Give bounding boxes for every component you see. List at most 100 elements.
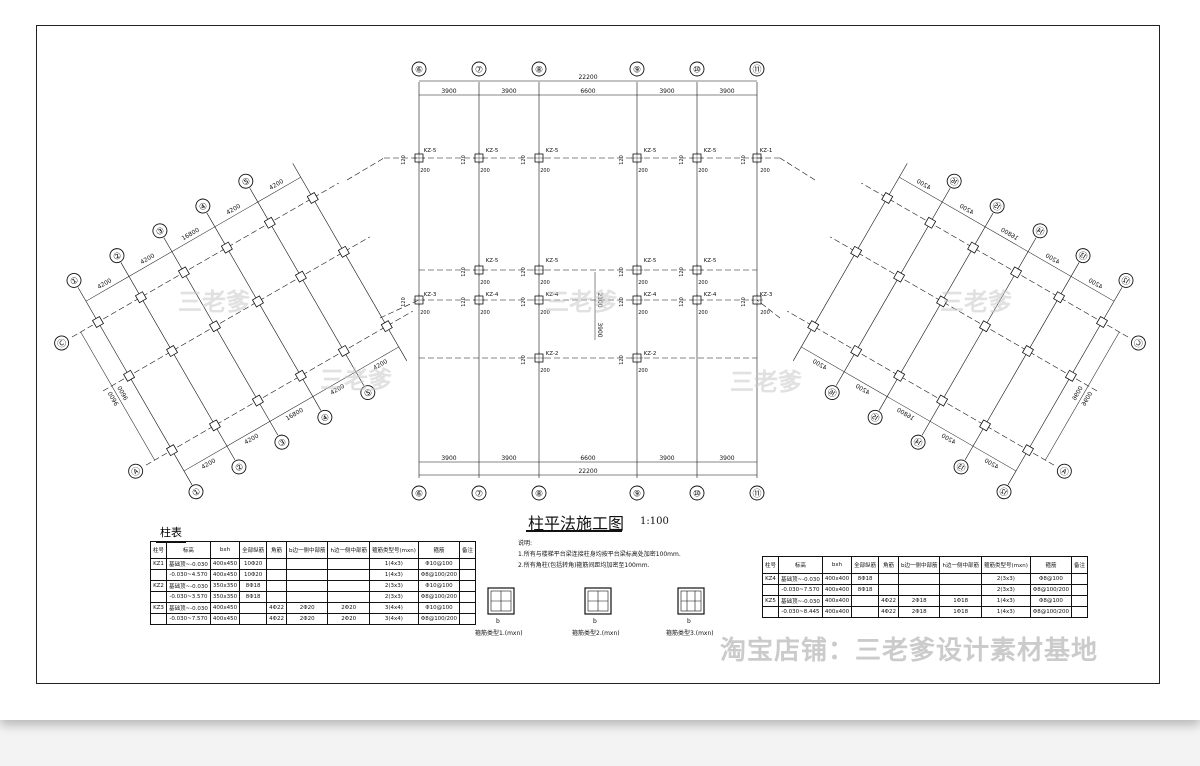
table-cell xyxy=(878,573,899,585)
right-dim-top: 4200 xyxy=(915,178,932,192)
left-dim-top: 16800 xyxy=(181,227,201,243)
left-column-section xyxy=(220,241,233,254)
table-cell xyxy=(878,584,899,596)
right-bubble-top xyxy=(989,198,1005,214)
right-column-section xyxy=(893,270,906,283)
table-cell: 2(3x3) xyxy=(368,580,419,592)
central-grid-bubble-bottom-label: ⑪ xyxy=(752,489,761,500)
left-column-section xyxy=(177,266,190,279)
table-header-cell: b边一侧中部筋 xyxy=(897,556,941,574)
table-cell xyxy=(327,558,370,570)
right-column-section xyxy=(1095,315,1109,329)
left-dim-bottom: 16800 xyxy=(285,407,305,423)
table-cell: 基础顶~-0.030 xyxy=(166,558,211,570)
right-bubble-top xyxy=(1032,223,1048,239)
watermark-small-1: 三老爹 xyxy=(178,288,250,316)
right-dim-top: 4200 xyxy=(958,203,975,217)
stirrup-type-1-dim: b xyxy=(496,618,500,625)
central-grid-bubble-top-label: ⑪ xyxy=(752,65,761,76)
table-cell: 350x350 xyxy=(209,591,241,603)
column-dim-value: 120 xyxy=(619,297,625,307)
watermark-small-4: 三老爹 xyxy=(730,368,802,396)
table-cell: 1Φ18 xyxy=(939,606,982,618)
left-connector-mid xyxy=(379,299,420,319)
right-wing-group: ⑫⑫42004200⑬⑬42004200⑭⑭1680016800⑮⑮420042… xyxy=(787,163,1146,500)
left-side-dim: 9600 xyxy=(116,384,130,401)
column-dim-value: 200 xyxy=(420,310,430,316)
column-dim-value: 120 xyxy=(619,267,625,277)
central-grid-bubble-bottom xyxy=(749,485,765,501)
table-cell: 3(4x4) xyxy=(368,602,419,614)
table-cell: 350x350 xyxy=(209,580,241,592)
table-header-cell: bxh xyxy=(209,541,241,559)
right-column-section xyxy=(1021,345,1034,358)
table-cell: Φ8@100/200 xyxy=(417,591,461,603)
table-cell: -0.030~7.570 xyxy=(166,613,211,625)
table-header-cell: bxh xyxy=(821,556,853,574)
column-tag: KZ-2 xyxy=(546,351,559,357)
column-dim-value: 120 xyxy=(679,267,685,277)
top-span-dim: 3900 xyxy=(659,88,674,95)
table-cell: 8Φ18 xyxy=(239,580,268,592)
column-dim-value: 200 xyxy=(698,168,708,174)
notes-heading: 说明: xyxy=(518,540,533,547)
table-header-cell: 柱号 xyxy=(761,556,780,574)
left-dim-line-top xyxy=(85,176,301,302)
right-column-section xyxy=(936,295,949,308)
left-column-section xyxy=(208,320,222,333)
table-cell: 基础顶~-0.030 xyxy=(778,573,823,585)
central-grid-bubble-bottom xyxy=(689,485,705,501)
table-cell: 8Φ18 xyxy=(239,591,268,603)
table-cell: Φ8@100/200 xyxy=(417,569,461,581)
right-axis-6 xyxy=(792,163,908,361)
left-dim-bottom: 4200 xyxy=(243,432,260,446)
column-dim-value: 200 xyxy=(480,310,490,316)
table-cell xyxy=(459,558,477,570)
central-grid-bubble-top-label: ⑩ xyxy=(693,66,701,76)
watermark-shop: 淘宝店铺：三老爹设计素材基地 xyxy=(720,636,1099,666)
table-cell xyxy=(459,591,477,603)
table-cell xyxy=(459,569,477,581)
table-cell xyxy=(459,602,477,614)
right-row-axis-1 xyxy=(861,182,1129,338)
table-cell: Φ10@100 xyxy=(417,580,461,592)
right-column-section xyxy=(893,369,906,382)
column-tag: KZ-4 xyxy=(486,292,499,298)
watermark-small-3: 三老爹 xyxy=(545,288,617,316)
right-bubble-c xyxy=(1130,335,1146,351)
table-cell: 2Φ20 xyxy=(327,613,370,625)
left-bubble-bottom xyxy=(274,434,290,450)
table-header-cell: 箍筋类型号(mxn) xyxy=(980,556,1031,574)
right-column-section xyxy=(807,320,820,333)
table-cell: 8Φ18 xyxy=(851,573,880,585)
right-bubble-top xyxy=(1075,248,1091,264)
right-column-section xyxy=(1021,444,1035,457)
column-tag: KZ-5 xyxy=(704,258,717,264)
right-side-dim: 9600 xyxy=(1070,384,1084,401)
left-column-section xyxy=(337,245,350,258)
bottom-span-dim: 3900 xyxy=(501,455,516,462)
left-bubble-a xyxy=(128,463,144,479)
left-bubble-bottom-label: ⑤ xyxy=(363,387,375,400)
right-dim-line-top xyxy=(899,176,1115,302)
table-cell xyxy=(327,580,370,592)
left-column-section xyxy=(251,394,264,407)
left-row-axis-2 xyxy=(102,236,370,392)
table-cell: 2Φ18 xyxy=(897,606,941,618)
table-cell xyxy=(266,558,287,570)
left-axis-6 xyxy=(292,163,408,361)
table-cell: 400x400 xyxy=(821,606,853,618)
right-column-section xyxy=(936,394,949,407)
column-tag: KZ-5 xyxy=(644,258,657,264)
table-header-cell: 箍筋 xyxy=(1029,556,1073,574)
table-cell xyxy=(149,569,168,581)
column-tag: KZ-2 xyxy=(644,351,657,357)
left-column-section xyxy=(337,344,350,357)
table-cell xyxy=(266,580,287,592)
